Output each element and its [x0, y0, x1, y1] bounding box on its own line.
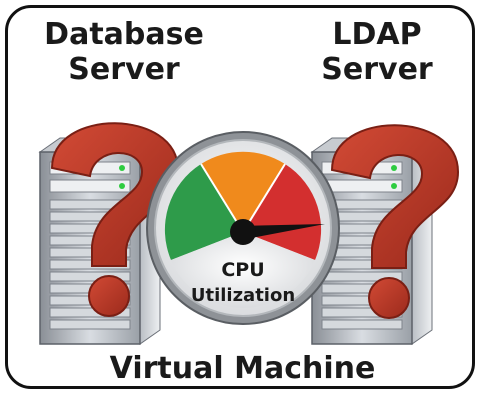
question-mark-icon-right: [330, 124, 460, 319]
database-server-label-line2: Server: [68, 51, 180, 87]
gauge-hub: [230, 219, 256, 245]
database-server-label-line1: Database: [44, 17, 204, 52]
ldap-server-label: LDAP Server: [302, 17, 452, 87]
gauge-label-cpu: CPU: [221, 259, 264, 281]
database-server-label: Database Server: [34, 17, 214, 87]
cpu-gauge-icon: CPU Utilization: [146, 131, 340, 325]
question-mark-icon-left: [50, 122, 180, 317]
gauge-label-utilization: Utilization: [191, 285, 295, 306]
gauge-red-segment: [243, 164, 322, 260]
gauge-orange-segment: [201, 151, 285, 232]
virtual-machine-label: Virtual Machine: [109, 351, 376, 386]
ldap-server-label-line1: LDAP: [332, 17, 422, 52]
ldap-server-label-line2: Server: [321, 51, 433, 87]
gauge-green-segment: [164, 164, 243, 260]
gauge-needle: [237, 224, 325, 240]
